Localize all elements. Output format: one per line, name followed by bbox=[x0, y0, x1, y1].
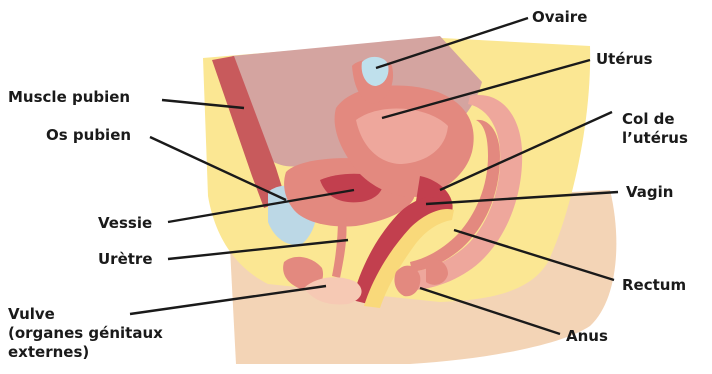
label-pubic-muscle: Muscle pubien bbox=[8, 88, 130, 107]
label-vulva: Vulve (organes génitaux externes) bbox=[8, 305, 163, 362]
label-vulva-line1: Vulve bbox=[8, 305, 163, 324]
label-vulva-line2: (organes génitaux bbox=[8, 324, 163, 343]
label-uterus: Utérus bbox=[596, 50, 653, 69]
label-urethra: Urètre bbox=[98, 250, 153, 269]
label-ovary: Ovaire bbox=[532, 8, 587, 27]
label-vagina: Vagin bbox=[626, 183, 673, 202]
label-vulva-line3: externes) bbox=[8, 343, 163, 362]
label-pubic-bone: Os pubien bbox=[46, 126, 131, 145]
label-cervix: Col de l’utérus bbox=[622, 110, 688, 148]
label-cervix-line1: Col de bbox=[622, 110, 688, 129]
label-rectum: Rectum bbox=[622, 276, 686, 295]
label-anus: Anus bbox=[566, 327, 608, 346]
label-bladder: Vessie bbox=[98, 214, 152, 233]
label-cervix-line2: l’utérus bbox=[622, 129, 688, 148]
